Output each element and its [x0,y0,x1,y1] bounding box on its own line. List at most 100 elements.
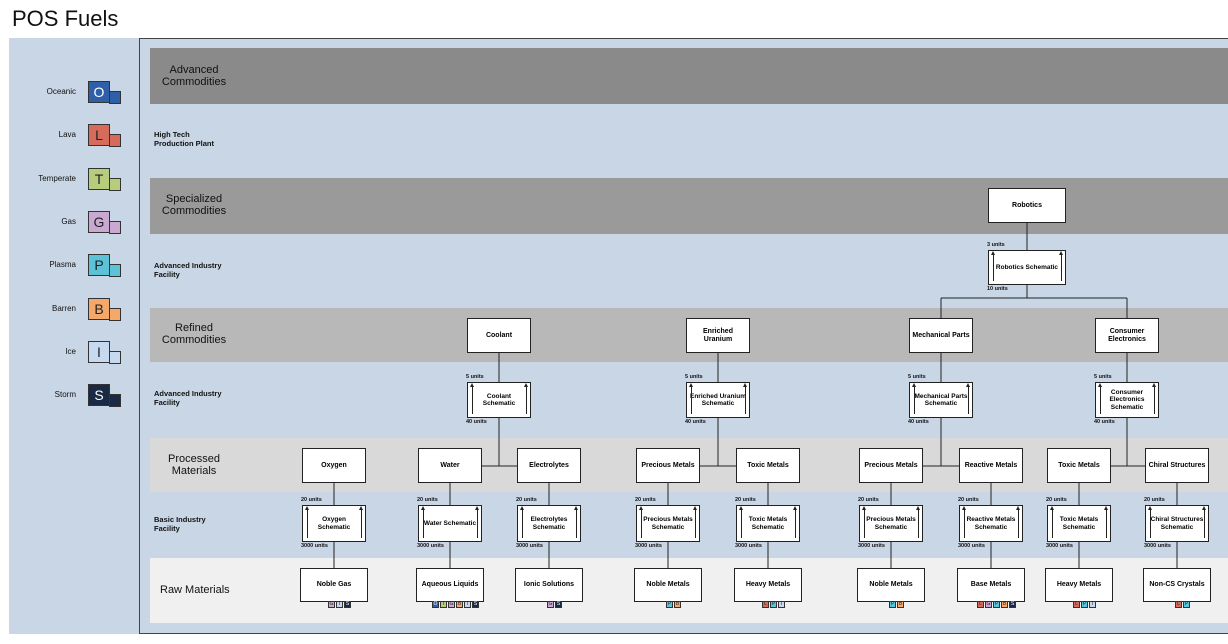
commodity-node-robotics: Robotics [988,188,1066,223]
arrow-head [359,506,363,510]
schematic-node-coolant-schem: Coolant Schematic [467,382,531,418]
legend-label: Barren [51,303,76,313]
node-label: Precious Metals [641,461,695,469]
legend-swatch-tail [109,264,121,278]
node-label: Non-CS Crystals [1149,581,1205,588]
planet-tag-ice: I [778,601,785,608]
node-label: Reactive Metals [964,461,1018,469]
arrow-head [793,506,797,510]
input-arrow [1098,383,1102,414]
band-label-adv-industry-1: Advanced Industry Facility [154,261,222,279]
legend-swatch: P [88,254,110,277]
node-label: Consumer Electronics [1108,327,1146,343]
planet-tag-ice: I [1089,601,1096,608]
production-chain-diagram: Advanced Commodities High Tech Productio… [150,48,1228,623]
node-label: Base Metals [970,581,1012,588]
arrow-head [1059,251,1063,255]
legend-item-oceanic: Oceanic O [9,81,140,107]
legend-label: Oceanic [46,87,76,96]
arrow-head [1152,383,1156,387]
input-arrow [739,506,743,538]
units-label: 3000 units [417,543,444,549]
arrow-head [1016,506,1020,510]
units-label: 3000 units [735,543,762,549]
legend-label: Storm [54,390,76,400]
planet-tag-plasma: P [993,601,1000,608]
planet-tag-plasma: P [889,601,896,608]
arrow-head [421,506,425,510]
input-arrow [1059,251,1063,281]
planet-tag-lava: L [977,601,984,608]
band-label-basic-industry: Basic Industry Facility [154,515,206,533]
commodity-node-noble-metals2: Noble Metals [857,568,925,602]
node-label: Precious Metals Schematic [643,516,693,531]
arrow-head [470,383,474,387]
arrow-head [1202,506,1206,510]
legend-swatch: O [88,81,110,103]
arrow-head [916,506,920,510]
arrow-head [962,506,966,510]
input-arrow [916,506,920,538]
input-arrow [1104,506,1108,538]
band-label-adv-industry-2: Advanced Industry Facility [154,389,222,407]
band-specialized: Specialized Commodities [150,178,1228,234]
schematic-node-oxygen-schem: Oxygen Schematic [302,505,366,542]
node-label: Enriched Uranium Schematic [690,392,746,408]
input-arrow [639,506,643,538]
arrow-head [743,383,747,387]
legend-swatch-tail [109,91,121,104]
planet-tag-ice: I [464,601,471,608]
units-label: 20 units [417,497,438,503]
arrow-head [739,506,743,510]
input-arrow [421,506,425,538]
commodity-node-toxic1: Toxic Metals [736,448,800,483]
node-label: Mechanical Parts [912,331,970,339]
input-arrow [689,383,693,414]
schematic-node-reactive-schem: Reactive Metals Schematic [959,505,1023,542]
node-label: Oxygen [321,461,347,469]
arrow-head [639,506,643,510]
band-label-raw: Raw Materials [160,584,230,596]
input-arrow [912,383,916,414]
node-label: Robotics Schematic [995,263,1059,271]
node-label: Toxic Metals [747,461,789,469]
node-label: Robotics [1012,201,1042,209]
legend-label: Temperate [38,173,76,183]
input-arrow [743,383,747,414]
planet-tag-gas: G [547,601,554,608]
units-label: 20 units [635,497,656,503]
input-arrow [359,506,363,538]
units-label: 3000 units [301,543,328,549]
input-arrow [524,383,528,414]
planet-tag-storm: S [555,601,562,608]
planet-tag-temperate: T [440,601,447,608]
units-label: 3 units [987,242,1005,248]
planet-tag-lava: L [762,601,769,608]
legend-swatch: I [88,340,110,363]
node-label: Toxic Metals [1058,461,1100,469]
arrow-head [524,383,528,387]
units-label: 20 units [1144,497,1165,503]
planet-tag-gas: G [328,601,335,608]
legend-swatch: G [88,210,110,233]
page-title: POS Fuels [12,6,119,31]
node-label: Coolant [485,331,513,339]
legend-swatch-tail [109,134,121,148]
schematic-node-mech-schem: Mechanical Parts Schematic [909,382,973,418]
input-arrow [966,383,970,414]
schematic-node-water-schem: Water Schematic [418,505,482,542]
node-label: Toxic Metals Schematic [1059,516,1099,531]
schematic-node-enriched-schem: Enriched Uranium Schematic [686,382,750,418]
legend-swatch-tail [109,177,121,191]
input-arrow [305,506,309,538]
arrow-head [1148,506,1152,510]
node-label: Consumer Electronics Schematic [1109,388,1145,411]
